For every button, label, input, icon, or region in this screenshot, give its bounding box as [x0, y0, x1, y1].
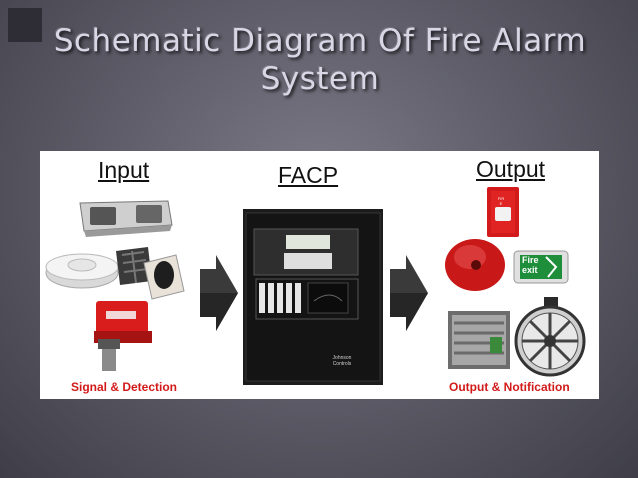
beam-detector-icon: [79, 200, 173, 237]
manual-call-point-icon: [143, 254, 185, 300]
facp-cabinet-icon: [243, 209, 383, 385]
exit-sign-line-2: exit: [522, 265, 538, 275]
flow-switch-icon: [94, 301, 152, 371]
fire-damper-icon: [448, 311, 510, 369]
exit-sign-label: Fire exit: [522, 255, 558, 275]
facp-heading: FACP: [278, 162, 339, 188]
output-heading: Output: [476, 156, 546, 182]
strobe-horn-icon: [487, 187, 519, 237]
heat-detector-icon: [116, 247, 152, 285]
diagram-art: [45, 187, 586, 385]
slide-title-line-2: System: [260, 61, 380, 97]
exhaust-fan-icon: [514, 297, 586, 377]
slide-title-line-1: Schematic Diagram Of Fire Alarm: [53, 23, 587, 59]
facp-brand-line-1: Johnson: [332, 355, 352, 361]
output-caption: Output & Notification: [449, 380, 570, 394]
facp-brand-line-2: Controls: [332, 361, 352, 367]
exit-sign-icon: [513, 250, 569, 284]
arrow-right-icon-output: [390, 255, 428, 331]
diagram-panel: Input: [40, 151, 599, 399]
input-heading: Input: [98, 157, 150, 183]
slide-title: Schematic Diagram Of Fire Alarm System: [40, 22, 600, 98]
exit-sign-line-1: Fire: [522, 255, 539, 265]
smoke-detector-icon: [45, 253, 119, 289]
facp-brand-label: Johnson Controls: [322, 355, 362, 367]
corner-accent: [8, 8, 42, 42]
strobe-label: FIRE: [497, 196, 505, 206]
fire-bell-icon: [445, 239, 505, 291]
input-caption: Signal & Detection: [71, 380, 178, 394]
arrow-right-icon-input: [200, 255, 238, 331]
